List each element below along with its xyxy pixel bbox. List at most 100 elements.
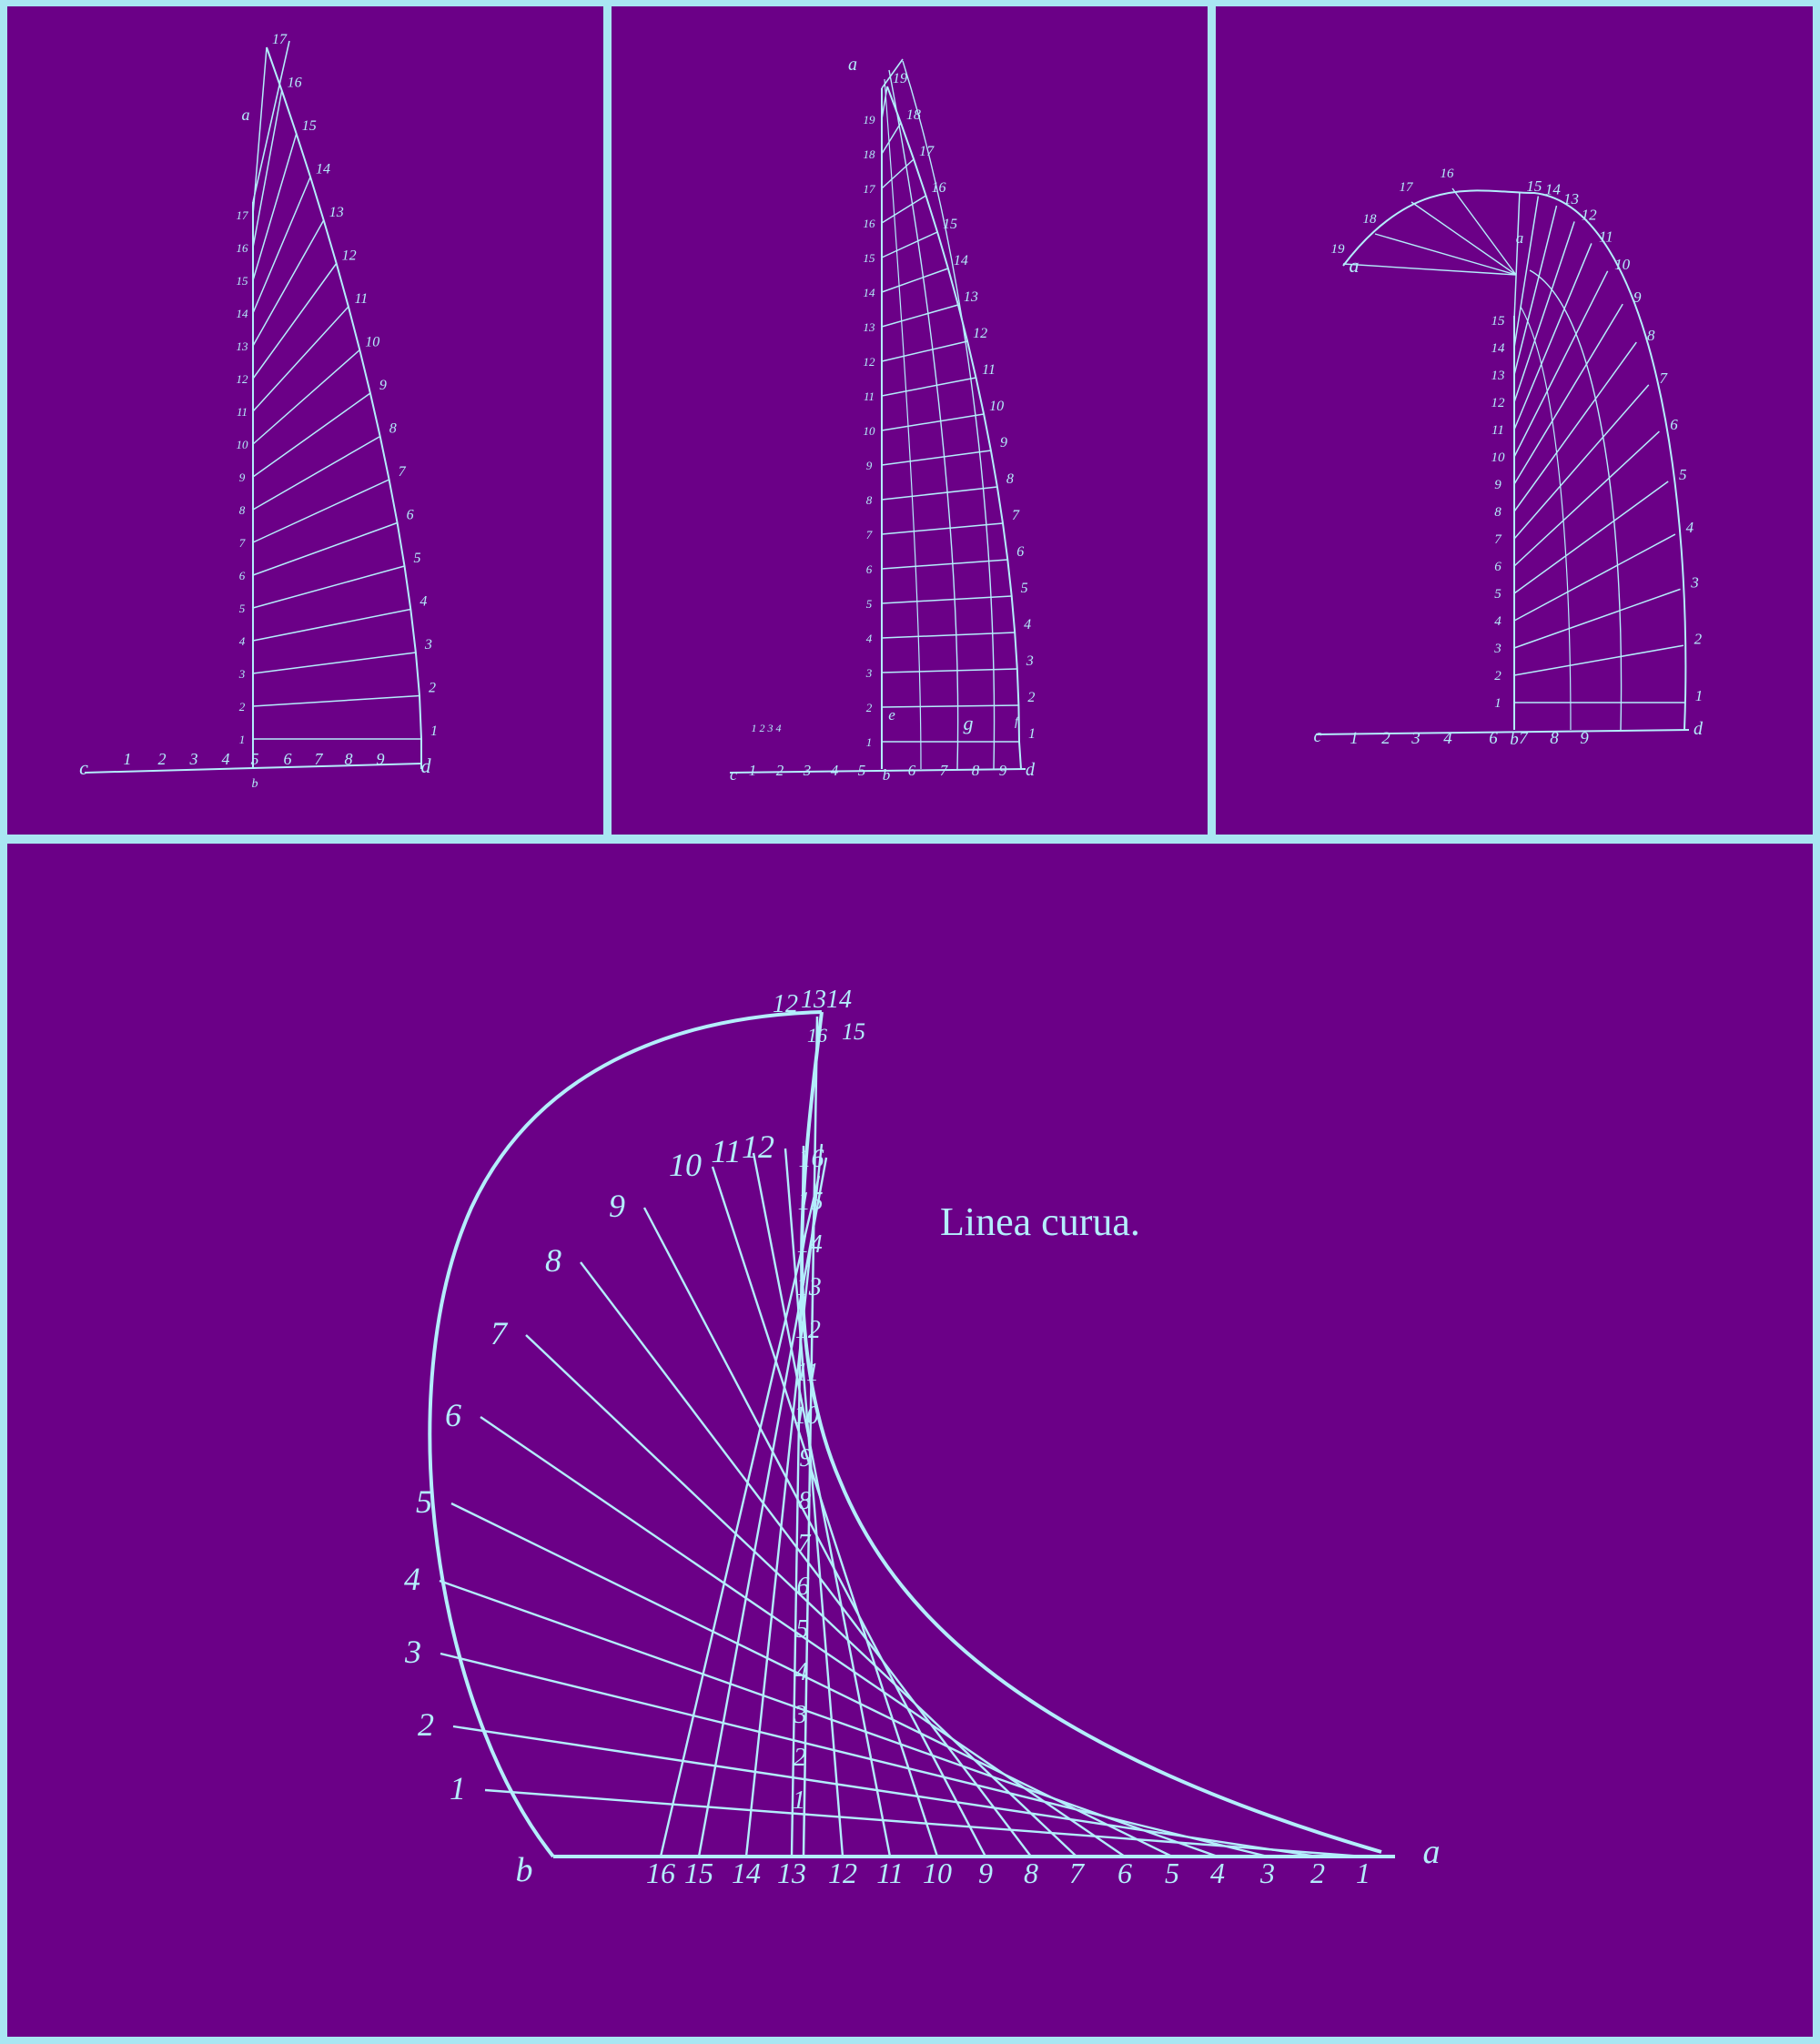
ray-line [881, 522, 1004, 535]
scale-number: 4 [831, 762, 839, 779]
scale-number: 5 [858, 762, 866, 779]
endpoint-label: a [1516, 229, 1524, 247]
curve-number: 5 [414, 551, 421, 566]
base-number: 9 [978, 1857, 993, 1889]
curve-number: 12 [342, 248, 357, 264]
ray-line [1374, 233, 1517, 276]
base-number: 3 [1259, 1857, 1275, 1889]
scale-number: 3 [803, 762, 812, 779]
curve-number: 7 [399, 464, 407, 480]
curve-number: 16 [931, 180, 945, 196]
ray-line [1513, 430, 1660, 567]
axis-number: 5 [796, 1615, 809, 1644]
ray-line [252, 263, 338, 379]
scale-number: 1 [749, 762, 757, 779]
axis-number: 13 [237, 339, 249, 353]
axis-number: 10 [237, 438, 249, 451]
axis-number: 2 [1494, 669, 1502, 683]
base-number: 5 [1165, 1857, 1179, 1889]
arc-number: 3 [404, 1634, 421, 1670]
scale-number: 9 [377, 750, 385, 768]
curve-number: 2 [429, 681, 436, 696]
axis-number: 1 [866, 735, 873, 749]
curve-number: 4 [1024, 617, 1031, 632]
ray-line [1513, 481, 1669, 594]
ray-line [525, 1334, 1077, 1857]
axis-number: 16 [237, 241, 249, 255]
outer-arc [428, 1010, 823, 1858]
ray-line [440, 1652, 1269, 1858]
axis-number: 15 [798, 1188, 824, 1216]
axis-number: 19 [864, 113, 876, 126]
curve-number: 13 [1563, 190, 1579, 207]
ray-line [881, 304, 959, 328]
curve-number: 4 [1686, 519, 1694, 536]
ray-line [1513, 192, 1521, 321]
ray-line [881, 122, 902, 155]
axis-number: 1 [793, 1786, 805, 1815]
axis-number: 11 [1491, 423, 1504, 438]
base-line [1315, 729, 1690, 735]
axis-number: 13 [1491, 369, 1505, 383]
curve-number: 6 [1670, 416, 1678, 433]
curve-number: 8 [389, 421, 397, 437]
curve-number: 17 [919, 144, 935, 159]
construction-diagram-2: 1122334455667788991010111112121313141415… [729, 55, 1036, 784]
ray-line [252, 177, 311, 314]
ray-line [252, 306, 349, 412]
arc-number: 12 [773, 990, 798, 1018]
axis-number: 4 [795, 1658, 808, 1686]
curve-number: 14 [1545, 181, 1562, 198]
ray-line [1513, 221, 1575, 403]
ray-line [744, 1143, 824, 1857]
scale-number: 2 [158, 750, 167, 768]
ray-line [484, 1788, 1364, 1858]
inner-curve [1529, 269, 1623, 731]
base-number: 4 [1210, 1857, 1225, 1889]
ray-line [252, 219, 325, 347]
ray-line [711, 1166, 939, 1857]
endpoint-label: a [1350, 254, 1360, 277]
axis-number: 14 [797, 1230, 823, 1259]
axis-number: 6 [1494, 560, 1502, 574]
scale-number: 6 [284, 750, 292, 768]
axis-number: 4 [1494, 614, 1502, 629]
axis-number: 16 [864, 217, 876, 230]
endpoint-label: a [1423, 1833, 1441, 1871]
outer-curve [266, 46, 422, 769]
scale-number: 7 [940, 762, 949, 779]
axis-number: 10 [1491, 450, 1506, 465]
axis-number: 1 [239, 733, 246, 746]
ray-line [881, 231, 938, 258]
axis-number: 8 [239, 503, 246, 517]
axis-number: 7 [866, 528, 873, 541]
curve-number: 8 [1647, 327, 1655, 344]
ray-line [1513, 303, 1623, 485]
curve-number: 14 [316, 162, 330, 177]
axis-number: 8 [798, 1487, 811, 1515]
axis-number: 12 [1491, 396, 1506, 410]
ray-line [784, 1148, 844, 1857]
ray-line [1513, 270, 1609, 458]
ray-line [1513, 588, 1681, 649]
arc-number: 9 [609, 1188, 625, 1224]
axis-number: 12 [864, 355, 876, 369]
ray-line [1513, 243, 1592, 430]
scale-number: 6 [908, 762, 916, 779]
ray-line [252, 435, 381, 511]
axis-number: 6 [797, 1573, 810, 1601]
scale-number: 3 [1410, 729, 1421, 748]
arc-number: 16 [807, 1024, 827, 1047]
endpoint-label: c [730, 765, 737, 784]
endpoint-label: c [79, 756, 88, 779]
base-number: 8 [1024, 1857, 1038, 1889]
endpoint-label: g [964, 712, 974, 734]
curve-number: 2 [1027, 690, 1035, 705]
scale-number: 2 [1381, 729, 1390, 748]
base-number: 16 [646, 1857, 675, 1889]
scale-number: 4 [222, 750, 230, 768]
base-number: 2 [1310, 1857, 1325, 1889]
ray-line [642, 1207, 987, 1857]
